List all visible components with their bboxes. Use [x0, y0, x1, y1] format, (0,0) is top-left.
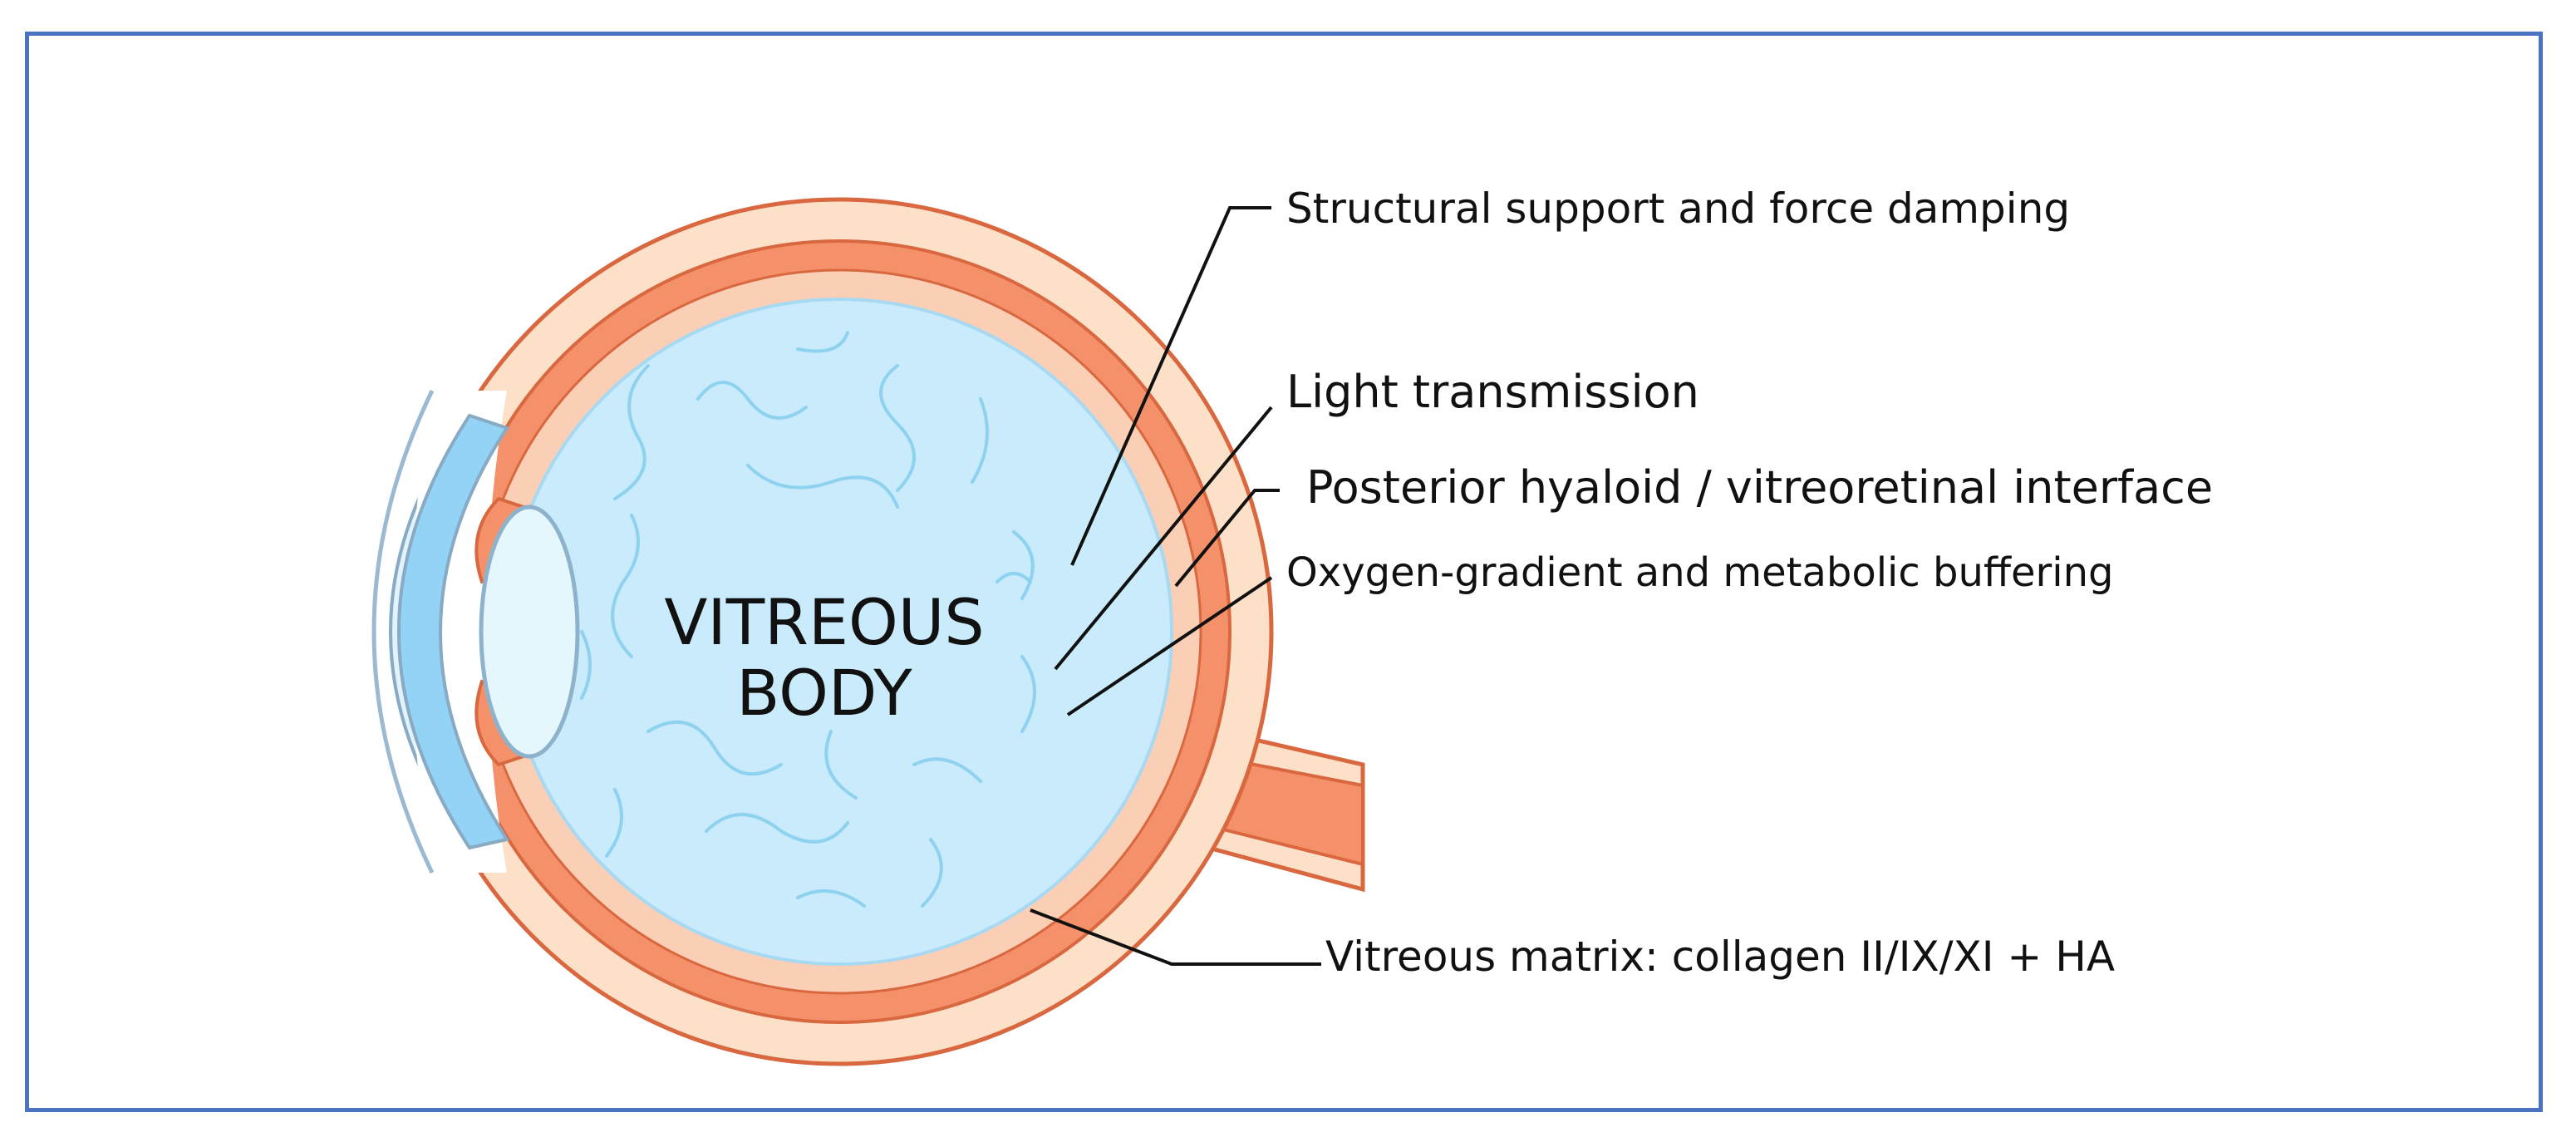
lens — [479, 505, 580, 759]
center-label-line2: BODY — [736, 656, 912, 730]
label-vitreous-matrix: Vitreous matrix: collagen II/IX/XI + HA — [1325, 933, 2115, 981]
vitreous-fibers — [580, 331, 1036, 908]
label-structural-support: Structural support and force damping — [1286, 185, 2070, 233]
label-oxygen-gradient: Oxygen-gradient and metabolic buffering — [1286, 549, 2113, 596]
leader-lines — [1030, 206, 1321, 966]
label-posterior-hyaloid: Posterior hyaloid / vitreoretinal interf… — [1306, 461, 2213, 514]
label-light-transmission: Light transmission — [1286, 366, 1699, 418]
center-label-line1: VITREOUS — [664, 585, 984, 659]
